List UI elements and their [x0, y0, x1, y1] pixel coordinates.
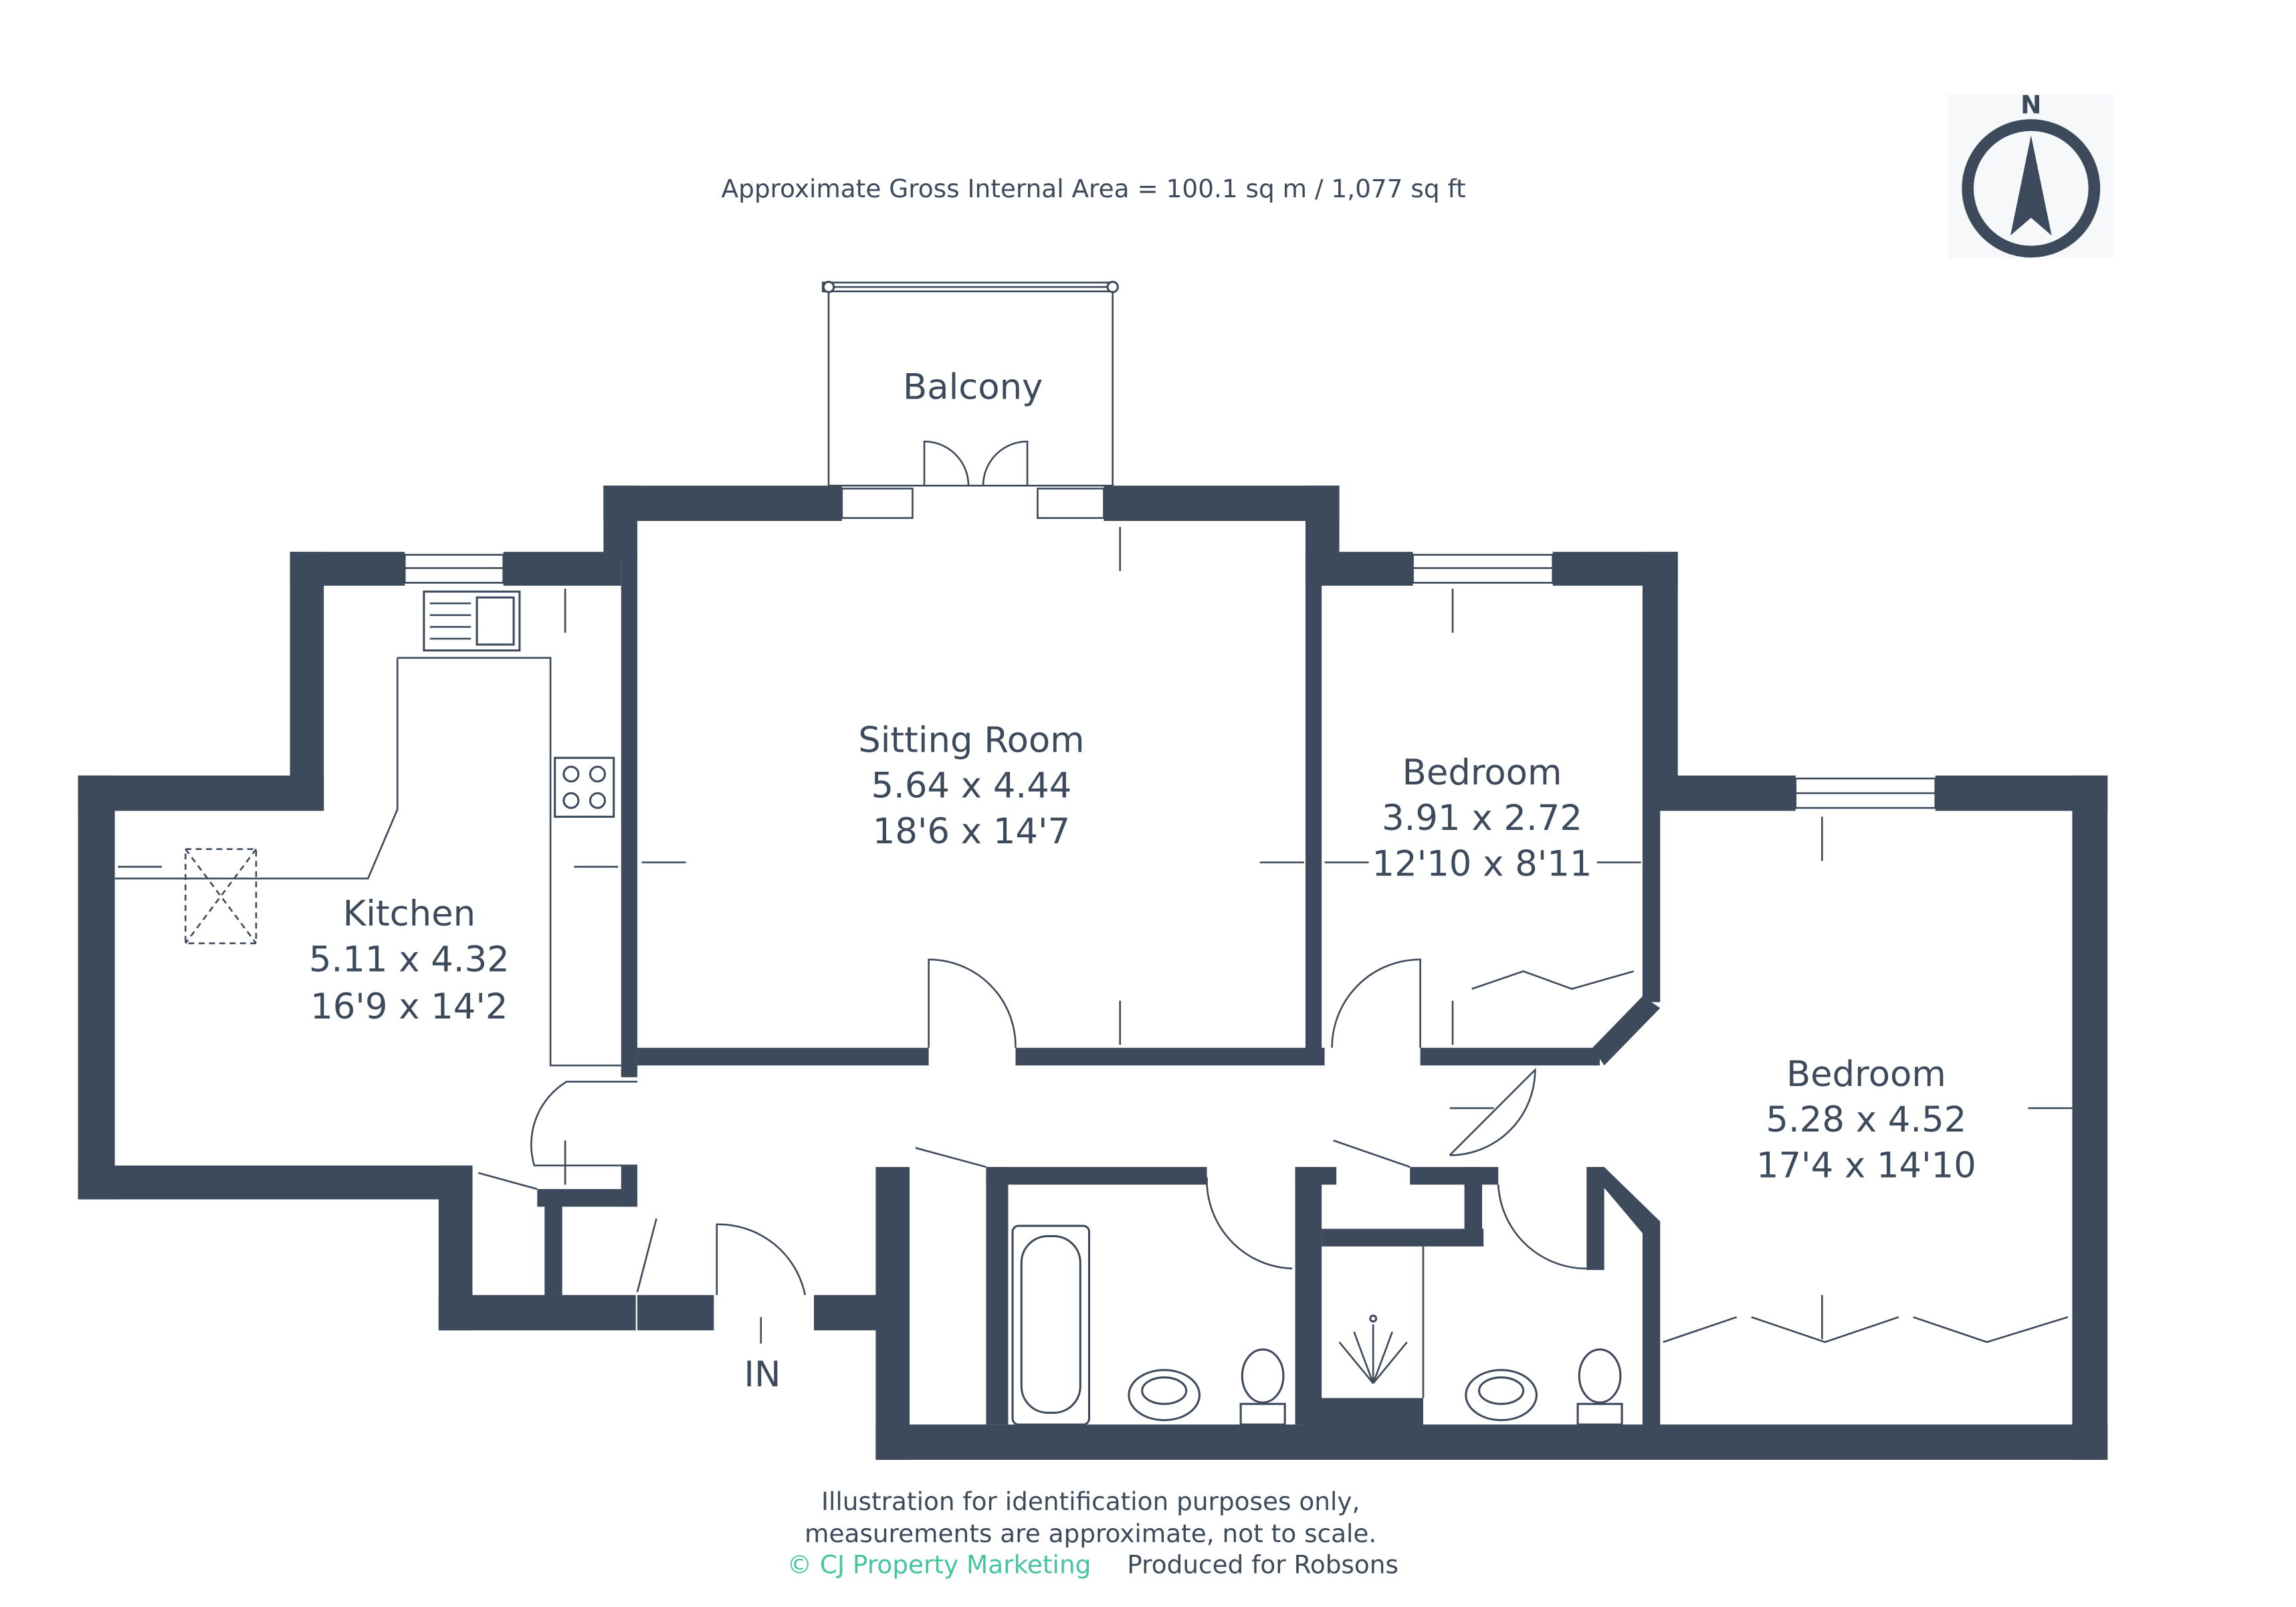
- disclaimer-line-2: measurements are approximate, not to sca…: [805, 1519, 1376, 1548]
- compass-ring-icon: [1962, 119, 2101, 258]
- compass-north-label: N: [2020, 90, 2041, 119]
- room-metric: 5.11 x 4.32: [309, 939, 510, 980]
- compass: N: [1947, 90, 2114, 259]
- room-name: Bedroom: [1786, 1054, 1946, 1095]
- entrance-label: IN: [744, 1354, 780, 1395]
- shower-icon: [1338, 1324, 1408, 1384]
- bathroom-fixtures: [1011, 1224, 1623, 1426]
- room-name: Bedroom: [1402, 752, 1562, 793]
- toilet-icon: [1578, 1348, 1622, 1404]
- room-name: Sitting Room: [858, 720, 1084, 760]
- balcony-outline: [821, 280, 1119, 487]
- windows: [403, 488, 1937, 809]
- balcony-label: Balcony: [903, 366, 1043, 407]
- produced-for: Produced for Robsons: [1127, 1549, 1398, 1579]
- doors: [478, 440, 2069, 1344]
- toilet-icon: [1241, 1348, 1285, 1404]
- footer: Illustration for identification purposes…: [787, 1487, 1398, 1580]
- kitchen-fixtures: [114, 591, 621, 1067]
- north-arrow-icon: [2010, 135, 2052, 236]
- hob-icon: [554, 756, 615, 818]
- room-name: Kitchen: [343, 893, 476, 934]
- walls: [78, 486, 2108, 1460]
- skylight-icon: [185, 848, 257, 944]
- room-imperial: 16'9 x 14'2: [310, 986, 508, 1027]
- room-metric: 5.28 x 4.52: [1766, 1099, 1966, 1140]
- room-imperial: 12'10 x 8'11: [1372, 843, 1592, 884]
- disclaimer-line-1: Illustration for identification purposes…: [821, 1487, 1360, 1516]
- room-metric: 3.91 x 2.72: [1382, 798, 1582, 839]
- room-metric: 5.64 x 4.44: [871, 766, 1071, 807]
- room-bedroom-1: Bedroom 3.91 x 2.72 12'10 x 8'11: [1372, 752, 1592, 884]
- room-imperial: 18'6 x 14'7: [873, 811, 1070, 852]
- room-imperial: 17'4 x 14'10: [1756, 1145, 1976, 1186]
- measurement-arrows: [118, 526, 2073, 1344]
- room-bedroom-2: Bedroom 5.28 x 4.52 17'4 x 14'10: [1756, 1054, 1976, 1186]
- gross-area-title: Approximate Gross Internal Area = 100.1 …: [722, 174, 1466, 203]
- room-kitchen: Kitchen 5.11 x 4.32 16'9 x 14'2: [309, 893, 510, 1027]
- copyright-brand: © CJ Property Marketing: [787, 1549, 1091, 1579]
- room-sitting-room: Sitting Room 5.64 x 4.44 18'6 x 14'7: [858, 720, 1084, 851]
